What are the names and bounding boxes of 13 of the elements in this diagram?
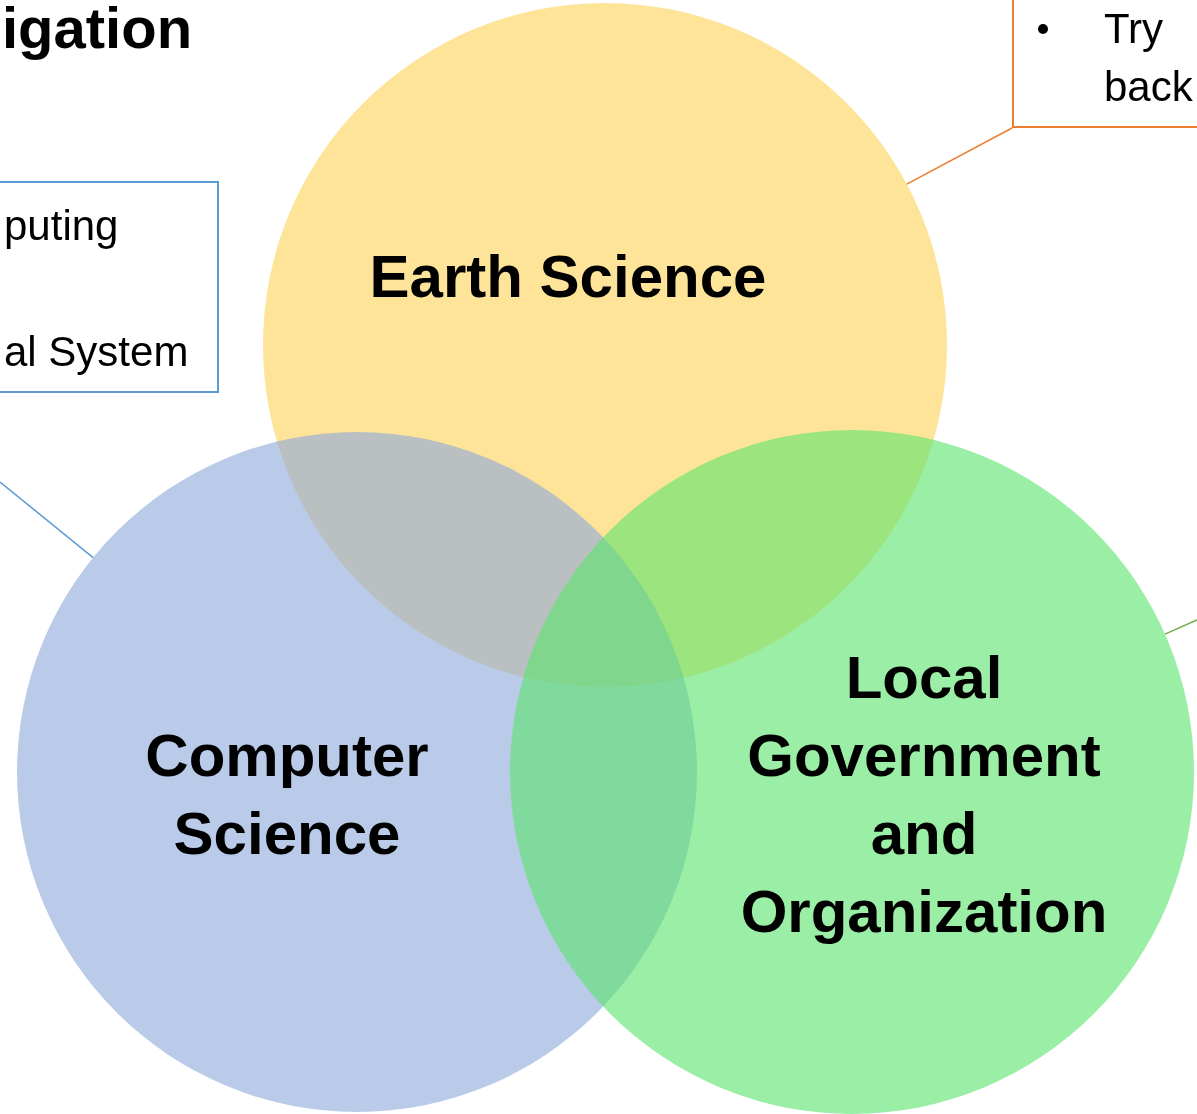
callout-box: [0, 181, 219, 393]
circle-label: Computer Science: [144, 721, 430, 869]
callout-text: puting: [4, 202, 119, 250]
title: igation: [2, 0, 193, 61]
leader-line: [906, 127, 1013, 185]
leader-line: [1164, 619, 1197, 635]
callout-box: [1012, 0, 1197, 128]
callout-text: al System: [4, 328, 189, 376]
callout-text: Try back: [1104, 4, 1194, 112]
circle-label: Earth Science: [368, 242, 768, 312]
venn-circle: [510, 430, 1194, 1114]
leader-line: [0, 481, 94, 559]
circle-label: Local Government and Organization: [739, 643, 1109, 947]
